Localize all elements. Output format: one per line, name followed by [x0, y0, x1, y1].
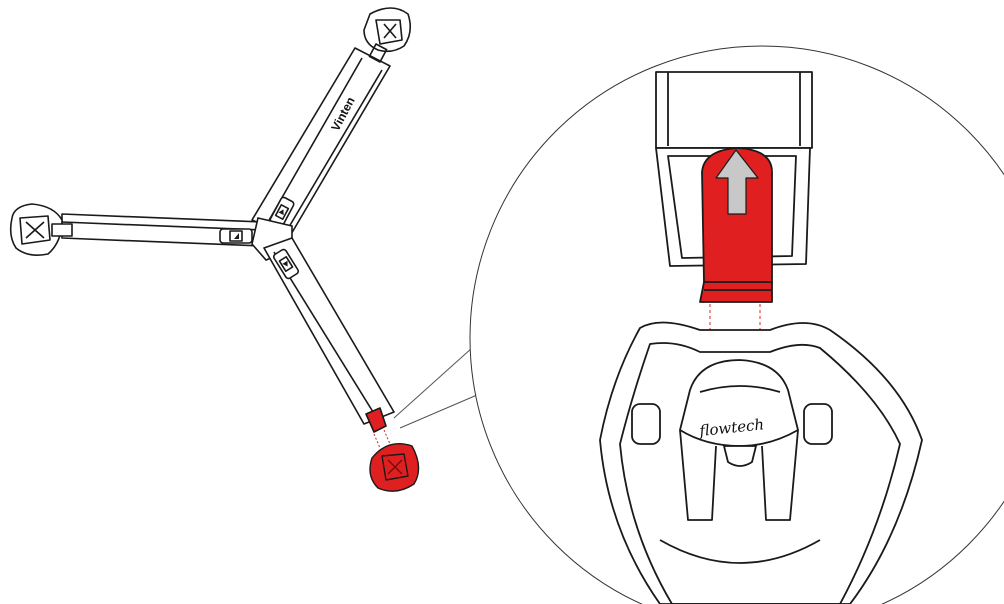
detail-magnifier: flowtech	[469, 45, 1004, 604]
detail-red-tab	[699, 147, 773, 303]
release-button-left	[219, 228, 253, 244]
triangle-button-icon	[282, 260, 288, 267]
spreader-tab-red	[365, 407, 387, 433]
detail-foot	[599, 321, 923, 604]
release-button-lower	[272, 248, 300, 280]
triangle-button-icon	[278, 209, 284, 216]
detail-dome	[679, 359, 799, 447]
release-button-upper	[269, 196, 295, 228]
spreader-foot-top	[363, 7, 412, 63]
spreader-arm-left	[9, 203, 263, 256]
spreader-foot-left	[9, 203, 73, 256]
spreader-foot-red	[369, 443, 420, 492]
spreader-arm-lower	[263, 237, 395, 449]
triangle-button-icon	[234, 233, 239, 239]
spreader-arm-upper: Vinten	[251, 7, 412, 237]
arrow-up-icon	[715, 149, 759, 215]
